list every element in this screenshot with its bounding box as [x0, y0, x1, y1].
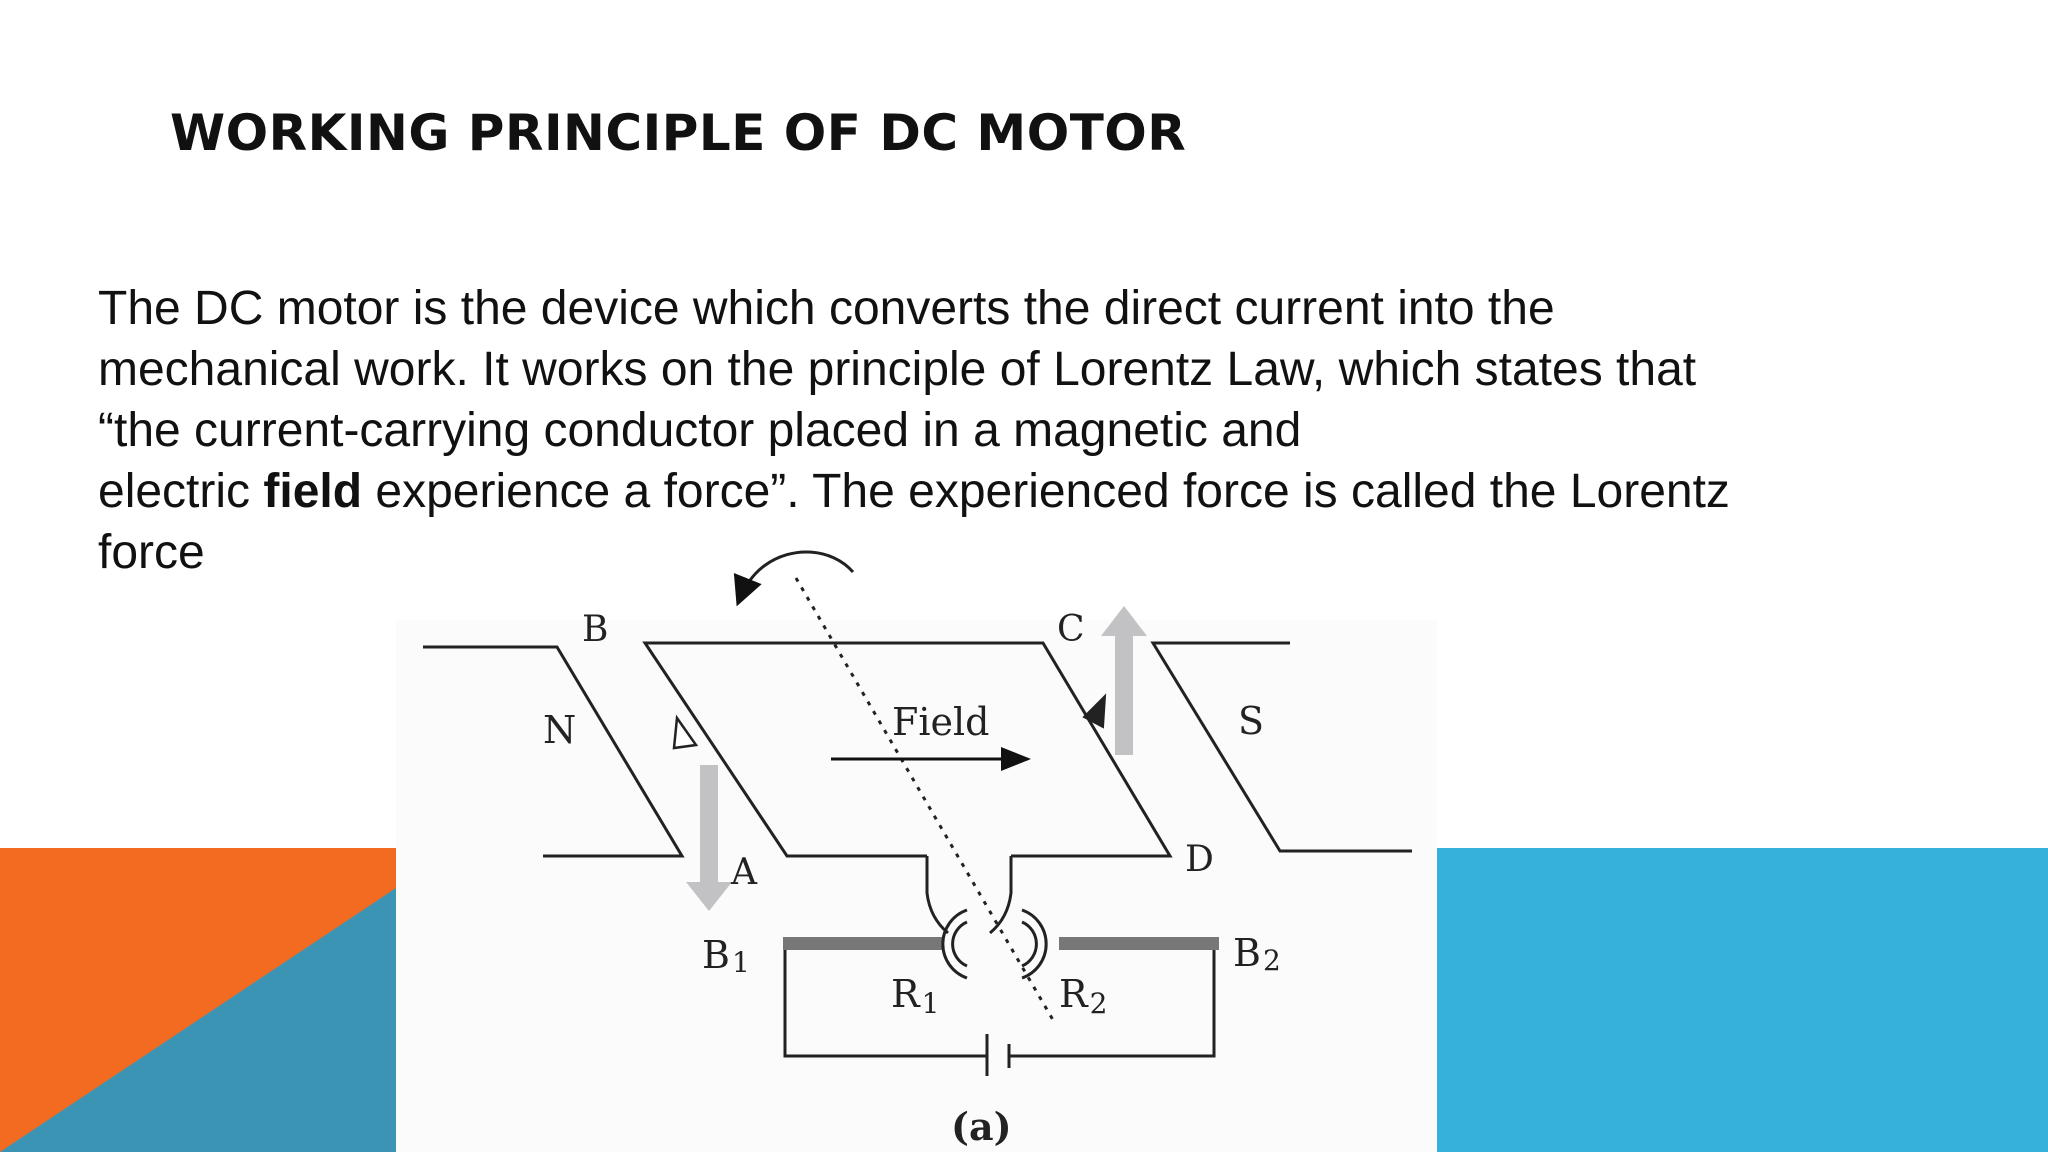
- label-corner-b: B: [582, 609, 608, 650]
- brush-bar-right: [1059, 937, 1219, 950]
- label-corner-d: D: [1185, 839, 1214, 880]
- label-brush-1: B1: [702, 933, 750, 979]
- brush-bar-left: [783, 937, 943, 950]
- blue-block: [1437, 848, 2048, 1152]
- label-corner-a: A: [730, 852, 758, 893]
- figure-caption: (a): [951, 1104, 1012, 1149]
- label-ring-1: R1: [891, 972, 939, 1020]
- label-ring-1-subscript: 1: [922, 987, 940, 1020]
- paragraph-line-3: “the current-carrying conductor placed i…: [98, 404, 1302, 457]
- corner-decoration-right: [1437, 848, 2048, 1152]
- paragraph-line-1: The DC motor is the device which convert…: [98, 282, 1555, 335]
- label-brush-1-letter: B: [702, 933, 730, 977]
- armature-coil: [642, 641, 1173, 858]
- current-arrow-solid: [1082, 693, 1107, 729]
- force-arrow-up: [1101, 606, 1147, 755]
- corner-decoration-left: [0, 848, 396, 1152]
- label-brush-2-subscript: 2: [1263, 944, 1281, 977]
- coil-lead-right: [989, 856, 1013, 935]
- label-field: Field: [892, 700, 990, 744]
- slide-title: WORKING PRINCIPLE OF DC MOTOR: [170, 104, 1187, 162]
- label-ring-2-letter: R: [1059, 972, 1089, 1016]
- commutator-ring-left-inner: [951, 920, 968, 968]
- paragraph-line-4: electric field experience a force”. The …: [98, 461, 1948, 522]
- label-brush-2: B2: [1233, 931, 1281, 977]
- label-ring-2-subscript: 2: [1090, 987, 1108, 1020]
- label-ring-1-letter: R: [891, 972, 921, 1016]
- south-pole-outline: [1150, 641, 1412, 853]
- circuit-wire-right: [1009, 950, 1216, 1058]
- rotation-axis: [794, 577, 1055, 1021]
- label-corner-c: C: [1057, 609, 1085, 650]
- rotation-arrow: [733, 550, 855, 607]
- paragraph-line-4-start: electric: [98, 465, 264, 518]
- label-south: S: [1238, 699, 1264, 743]
- label-ring-2: R2: [1059, 972, 1107, 1020]
- paragraph-line-4-end: experience a force”. The experienced for…: [362, 465, 1730, 518]
- commutator-ring-left-outer: [941, 908, 968, 980]
- bold-word-field: field: [263, 465, 363, 518]
- force-arrow-down: [686, 765, 732, 911]
- commutator-ring-right-outer: [1021, 908, 1048, 980]
- body-paragraph: The DC motor is the device which convert…: [98, 278, 1948, 583]
- commutator-ring-right-inner: [1021, 920, 1038, 968]
- label-north: N: [543, 708, 576, 752]
- teal-triangle: [0, 888, 396, 1152]
- current-arrow-hollow: [672, 714, 699, 750]
- label-brush-2-letter: B: [1233, 931, 1261, 975]
- paragraph-line-2: mechanical work. It works on the princip…: [98, 343, 1697, 396]
- north-pole-outline: [423, 645, 685, 858]
- label-brush-1-subscript: 1: [732, 946, 750, 979]
- paragraph-line-5: force: [98, 526, 205, 579]
- figure-background: [396, 620, 1437, 1152]
- circuit-wire-left: [783, 950, 987, 1058]
